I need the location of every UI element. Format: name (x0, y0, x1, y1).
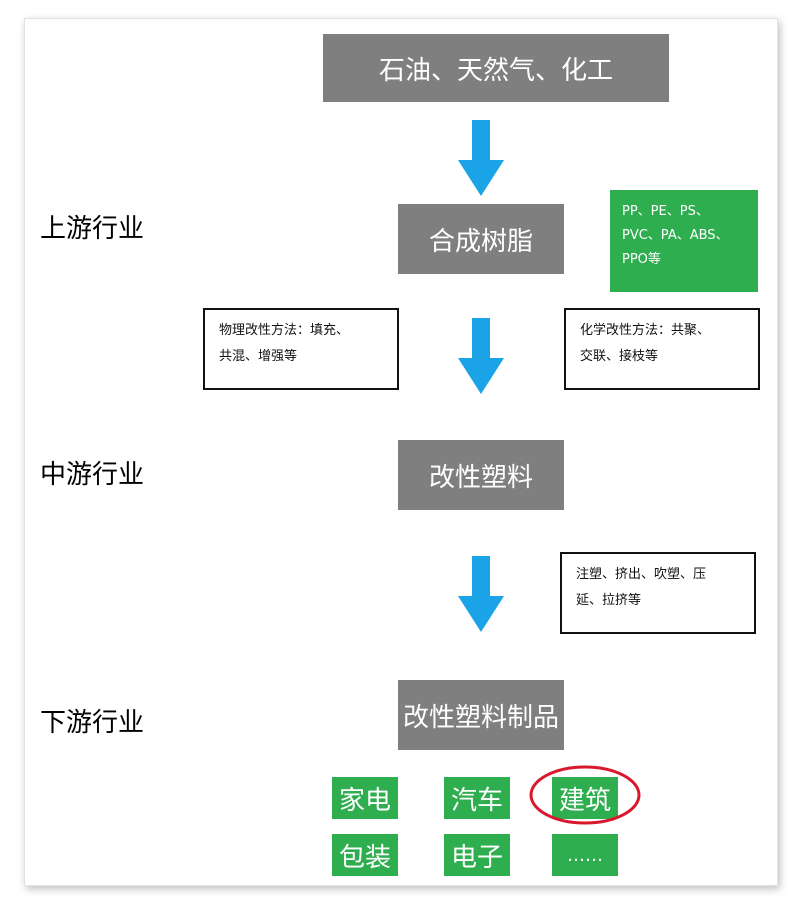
box-modified-plastic: 改性塑料 (398, 440, 564, 510)
note-chemical-modification: 化学改性方法：共聚、 交联、接枝等 (564, 308, 760, 390)
app-tag-packaging: 包装 (332, 834, 398, 876)
note-line: 交联、接枝等 (580, 349, 659, 364)
app-tag-construction: 建筑 (552, 777, 618, 819)
note-resin-types: PP、PE、PS、 PVC、PA、ABS、 PPO等 (610, 190, 758, 292)
note-physical-modification: 物理改性方法：填充、 共混、增强等 (203, 308, 399, 390)
note-line: PPO等 (622, 252, 661, 267)
note-line: 延、拉挤等 (576, 593, 642, 608)
note-line: 共混、增强等 (219, 349, 298, 364)
note-line: PVC、PA、ABS、 (622, 228, 729, 243)
note-line: 注塑、挤出、吹塑、压 (576, 567, 707, 582)
arrow-down-icon (458, 120, 504, 196)
app-tag-automotive: 汽车 (444, 777, 510, 819)
note-line: PP、PE、PS、 (622, 204, 709, 219)
note-processing-methods: 注塑、挤出、吹塑、压 延、拉挤等 (560, 552, 756, 634)
app-tag-electronics: 电子 (444, 834, 510, 876)
label-midstream: 中游行业 (40, 460, 145, 490)
note-line: 化学改性方法：共聚、 (580, 323, 711, 338)
label-downstream: 下游行业 (40, 708, 145, 738)
box-modified-plastic-products: 改性塑料制品 (398, 680, 564, 750)
note-line: 物理改性方法：填充、 (219, 323, 350, 338)
label-upstream: 上游行业 (40, 214, 145, 244)
box-synthetic-resin: 合成树脂 (398, 204, 564, 274)
highlight-circle-icon (529, 765, 641, 825)
app-tag-more: …… (552, 834, 618, 876)
box-raw-materials: 石油、天然气、化工 (323, 34, 669, 102)
app-tag-appliances: 家电 (332, 777, 398, 819)
arrow-down-icon (458, 318, 504, 394)
arrow-down-icon (458, 556, 504, 632)
